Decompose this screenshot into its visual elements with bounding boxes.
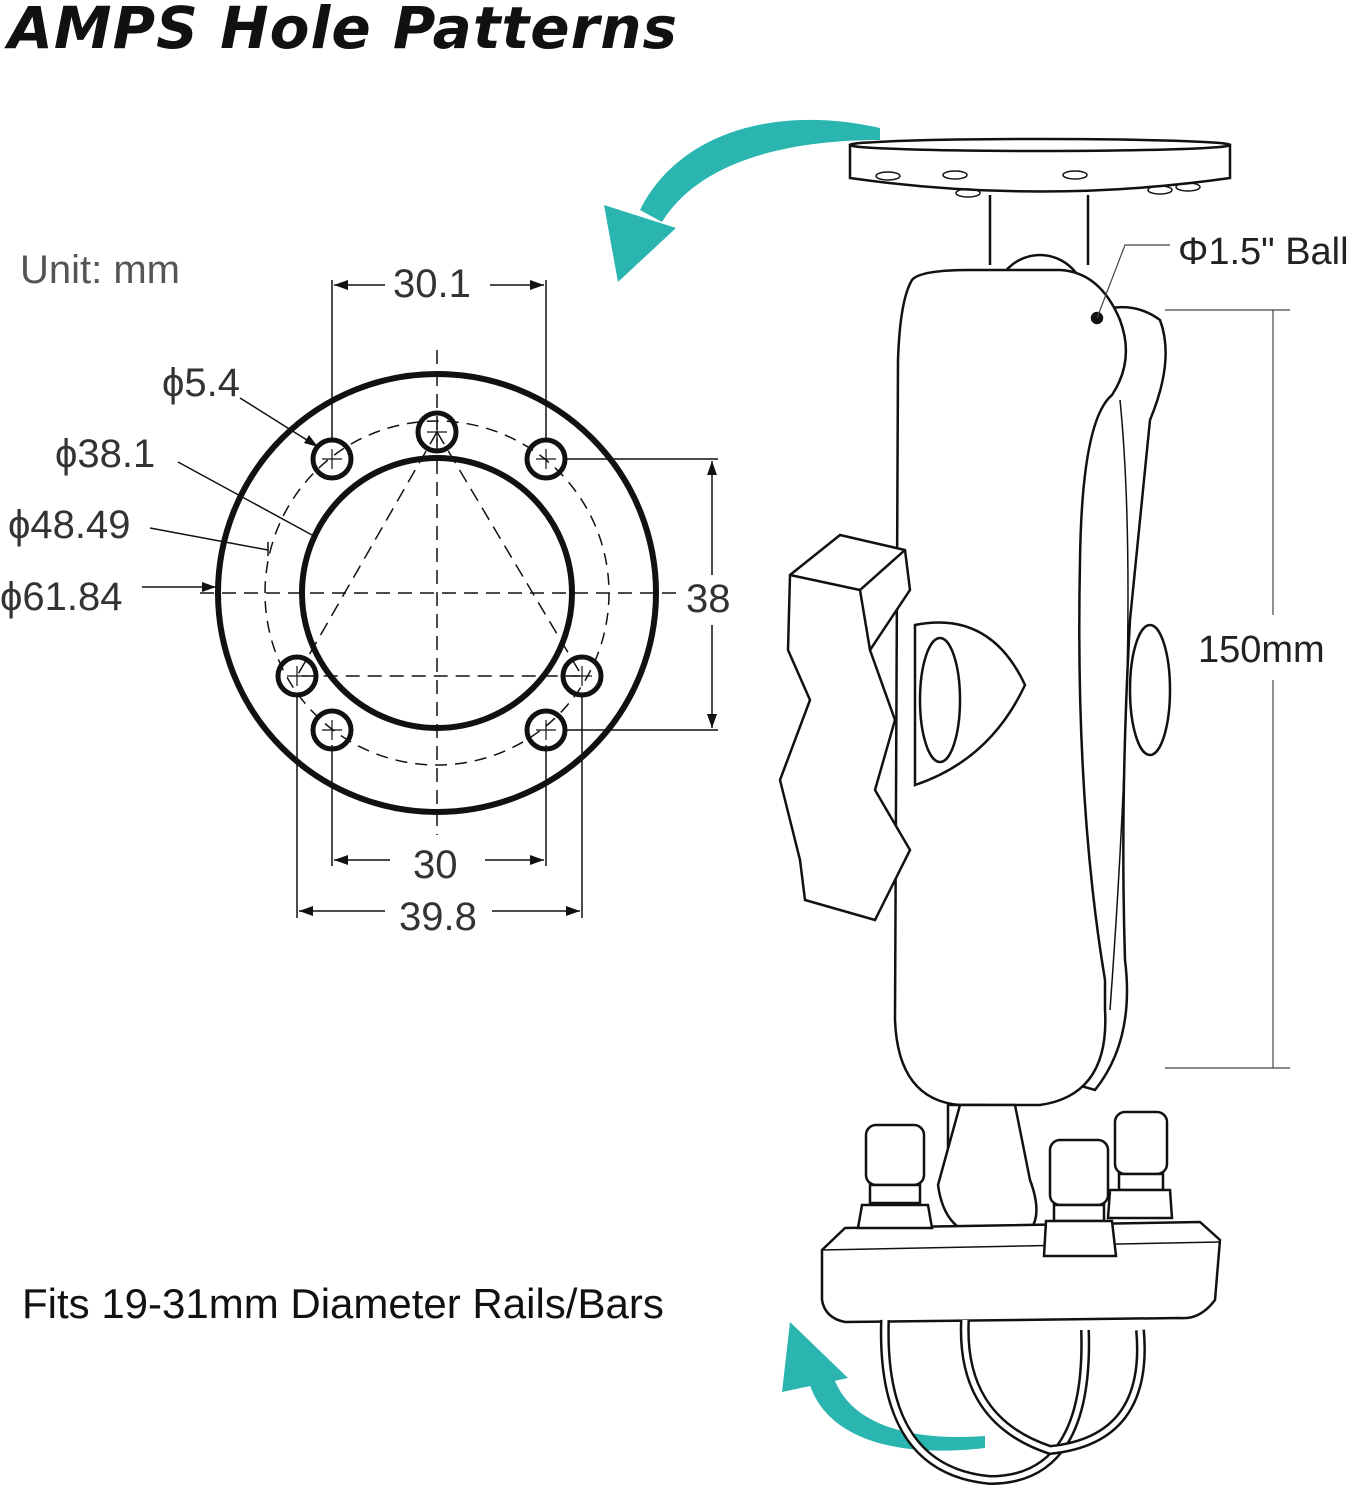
label-inner-circle: ϕ38.1 bbox=[55, 432, 155, 476]
dim-bottom-spacing bbox=[331, 745, 547, 866]
unit-label: Unit: mm bbox=[20, 248, 180, 292]
label-bolt-circle: ϕ48.49 bbox=[8, 503, 131, 547]
base-plate bbox=[848, 143, 1232, 193]
rotate-arrow-icon bbox=[604, 119, 880, 282]
hole-top bbox=[415, 410, 459, 454]
ubolt-2 bbox=[959, 1319, 1146, 1456]
arm-length-label: 150mm bbox=[1198, 629, 1325, 671]
dim-top-spacing bbox=[331, 280, 547, 440]
nut-cap-3 bbox=[1042, 1138, 1118, 1258]
dimension-labels: 30.1 ϕ5.4 ϕ38.1 ϕ48.49 ϕ61.84 38 30 39.8 bbox=[0, 262, 731, 939]
label-top-spacing: 30.1 bbox=[393, 262, 471, 306]
mount-dimensions bbox=[1096, 244, 1290, 1069]
ball-size-label: Φ1.5" Ball bbox=[1178, 231, 1349, 273]
leader-lines bbox=[142, 397, 319, 592]
page-title: AMPS Hole Patterns bbox=[8, 0, 679, 62]
mount-illustration bbox=[778, 137, 1232, 1486]
holes bbox=[275, 410, 604, 752]
label-bottom-width: 39.8 bbox=[399, 895, 477, 939]
ubolt-base bbox=[820, 1220, 1222, 1324]
nut-cap-2 bbox=[1106, 1110, 1174, 1220]
fits-caption: Fits 19-31mm Diameter Rails/Bars bbox=[22, 1280, 664, 1327]
label-outer-circle: ϕ61.84 bbox=[0, 575, 123, 619]
triangle-pattern bbox=[295, 431, 584, 677]
dim-vertical-spacing bbox=[565, 458, 718, 731]
label-vertical-spacing: 38 bbox=[686, 577, 731, 621]
hole-crosshairs bbox=[287, 422, 592, 740]
dim-bottom-width bbox=[296, 695, 583, 918]
hole-pattern-drawing bbox=[142, 280, 718, 918]
label-bottom-spacing: 30 bbox=[413, 843, 458, 887]
tighten-knob bbox=[778, 533, 912, 922]
nut-cap-1 bbox=[856, 1123, 934, 1230]
mount-labels: Φ1.5" Ball 150mm bbox=[1178, 231, 1349, 671]
rotate-arrow-icon bbox=[782, 1322, 985, 1451]
label-hole-diameter: ϕ5.4 bbox=[162, 361, 240, 405]
